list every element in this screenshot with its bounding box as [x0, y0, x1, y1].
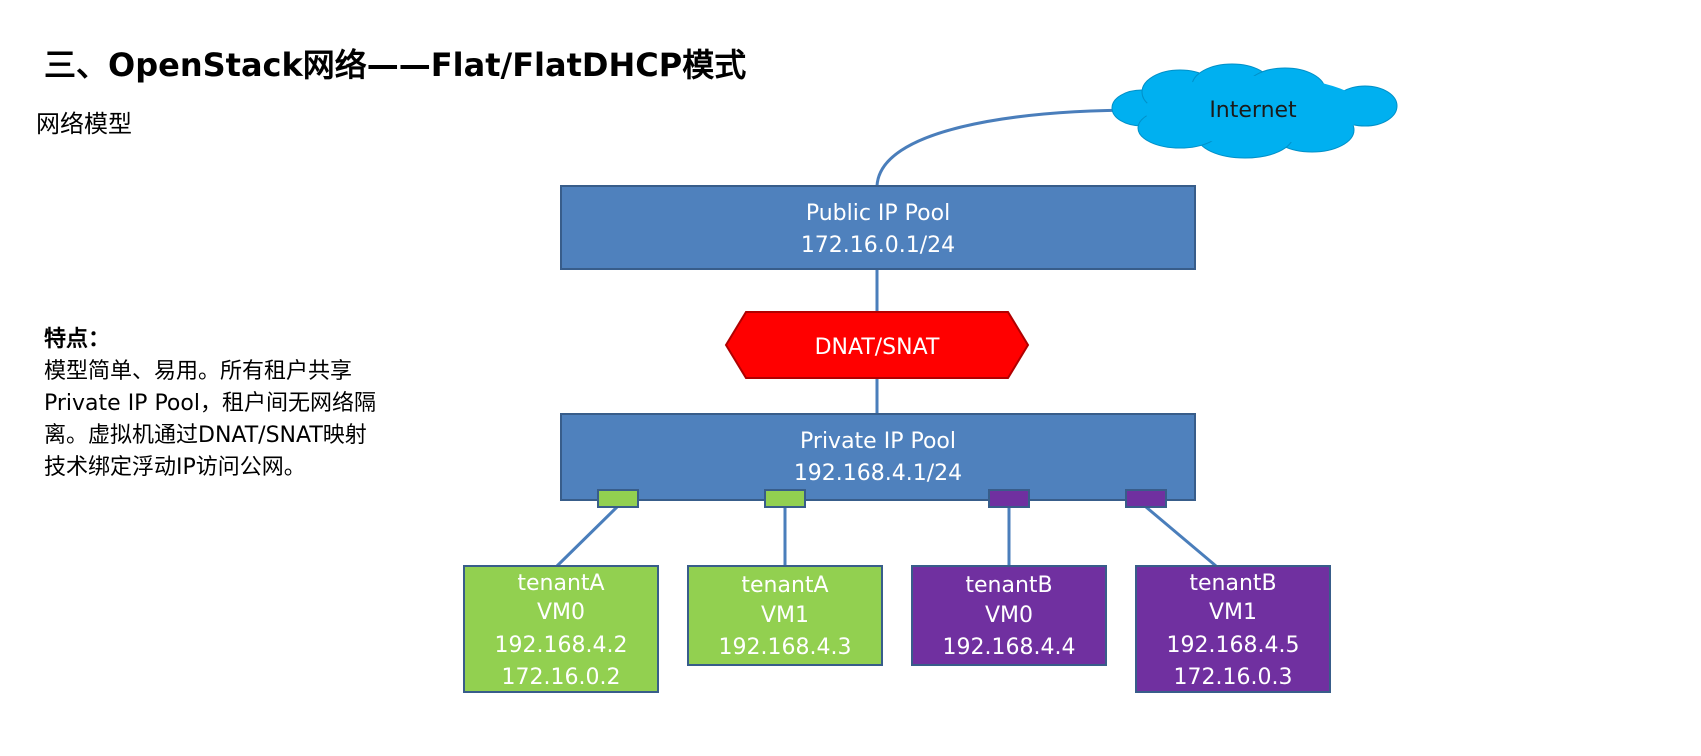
internet-link: [875, 108, 1143, 187]
public-pool-name: Public IP Pool: [806, 201, 950, 226]
section-subtitle: 网络模型: [36, 110, 132, 138]
vm-tenant-label: tenantA: [741, 573, 828, 598]
vm-tenant-b-vm1: tenantB VM1 192.168.4.5 172.16.0.3: [1135, 565, 1331, 693]
nat-label: DNAT/SNAT: [815, 335, 940, 360]
vm-name-label: VM0: [985, 603, 1033, 628]
internet-label: Internet: [1209, 98, 1297, 123]
port-tenant-b-vm1: [1125, 489, 1167, 508]
private-pool-cidr: 192.168.4.1/24: [794, 461, 962, 486]
vm-link-tenant-a-vm0: [555, 505, 619, 568]
internet-cloud: Internet: [1111, 63, 1398, 159]
vm-ip-label: 192.168.4.4: [943, 635, 1076, 660]
vm-tenant-label: tenantB: [1189, 571, 1276, 596]
private-pool-name: Private IP Pool: [800, 429, 956, 454]
vm-ip-label: 172.16.0.2: [502, 665, 621, 690]
port-tenant-a-vm1: [764, 489, 806, 508]
nat-gateway: DNAT/SNAT: [724, 311, 1030, 379]
vm-tenant-label: tenantB: [965, 573, 1052, 598]
port-tenant-a-vm0: [597, 489, 639, 508]
vm-ip-label: 172.16.0.3: [1174, 665, 1293, 690]
vm-tenant-label: tenantA: [517, 571, 604, 596]
vm-link-tenant-b-vm1: [1145, 505, 1217, 568]
slide-title: 三、OpenStack网络——Flat/FlatDHCP模式: [44, 46, 747, 84]
vm-ip-label: 192.168.4.5: [1167, 633, 1300, 658]
vm-ip-label: 192.168.4.2: [495, 633, 628, 658]
features-line: 技术绑定浮动IP访问公网。: [44, 455, 306, 480]
vm-ip-label: 192.168.4.3: [719, 635, 852, 660]
features-text: 特点： 模型简单、易用。所有租户共享 Private IP Pool，租户间无网…: [44, 324, 434, 484]
features-line: 离。虚拟机通过DNAT/SNAT映射: [44, 423, 367, 448]
features-line: 模型简单、易用。所有租户共享: [44, 359, 353, 384]
cloud-icon: [1111, 63, 1398, 159]
vm-tenant-b-vm0: tenantB VM0 192.168.4.4: [911, 565, 1107, 666]
features-line: Private IP Pool，租户间无网络隔: [44, 391, 376, 416]
public-pool-cidr: 172.16.0.1/24: [801, 233, 955, 258]
private-ip-pool: Private IP Pool 192.168.4.1/24: [560, 413, 1196, 501]
port-tenant-b-vm0: [988, 489, 1030, 508]
vm-tenant-a-vm0: tenantA VM0 192.168.4.2 172.16.0.2: [463, 565, 659, 693]
vm-name-label: VM1: [1209, 600, 1257, 625]
public-ip-pool: Public IP Pool 172.16.0.1/24: [560, 185, 1196, 270]
vm-name-label: VM0: [537, 600, 585, 625]
vm-name-label: VM1: [761, 603, 809, 628]
features-heading: 特点：: [44, 327, 111, 352]
vm-tenant-a-vm1: tenantA VM1 192.168.4.3: [687, 565, 883, 666]
